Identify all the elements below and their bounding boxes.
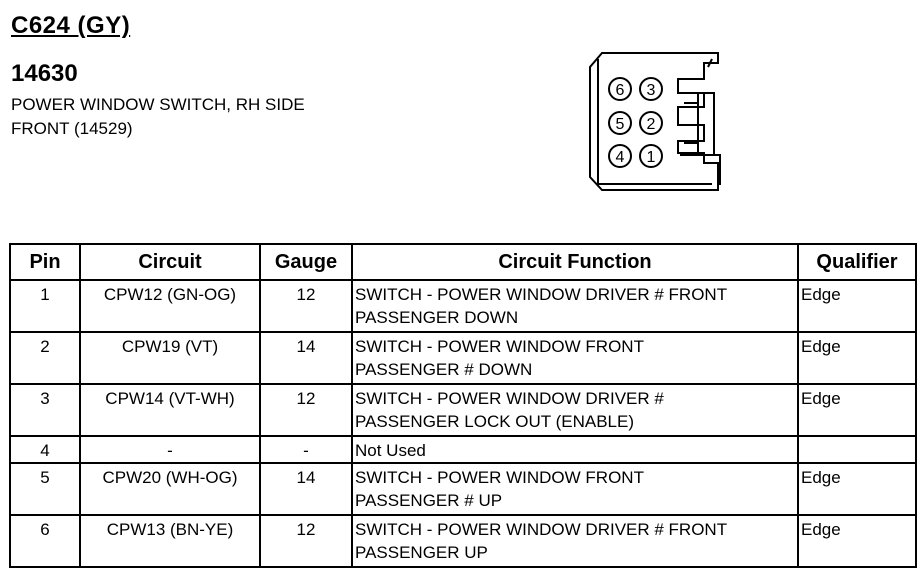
gauge-cell: 14 <box>259 331 353 385</box>
circuit-cell: CPW13 (BN-YE) <box>79 514 261 568</box>
circuit-function-line-1: SWITCH - POWER WINDOW DRIVER # FRONT <box>355 520 728 539</box>
qualifier-cell: Edge <box>797 279 917 333</box>
gauge-cell: 12 <box>259 383 353 437</box>
connector-id: C624 (GY) <box>11 12 131 39</box>
header-gauge: Gauge <box>259 243 353 281</box>
connector-face-diagram: 6 3 5 2 4 1 <box>589 52 721 191</box>
circuit-function-cell: SWITCH - POWER WINDOW FRONT PASSENGER # U… <box>351 462 799 516</box>
pin-cell: 5 <box>9 462 81 516</box>
circuit-function-cell: Not Used <box>351 435 799 464</box>
circuit-function-line-2: PASSENGER LOCK OUT (ENABLE) <box>355 412 634 431</box>
circuit-function-cell: SWITCH - POWER WINDOW DRIVER # FRONT PASS… <box>351 279 799 333</box>
pin-cell: 4 <box>9 435 81 464</box>
connector-pin-label: 1 <box>647 149 656 166</box>
pin-cell: 3 <box>9 383 81 437</box>
connector-pin: 6 <box>608 77 632 101</box>
pin-cell: 6 <box>9 514 81 568</box>
gauge-cell: - <box>259 435 353 464</box>
connector-pin-label: 3 <box>647 82 656 99</box>
connector-pin-label: 6 <box>616 82 625 99</box>
pinout-table: Pin Circuit Gauge Circuit Function Quali… <box>9 243 917 568</box>
qualifier-cell <box>797 435 917 464</box>
circuit-function-line-2: PASSENGER # UP <box>355 491 503 510</box>
circuit-function-line-1: SWITCH - POWER WINDOW DRIVER # <box>355 389 664 408</box>
gauge-cell: 12 <box>259 279 353 333</box>
qualifier-cell: Edge <box>797 331 917 385</box>
header-circuit-function: Circuit Function <box>351 243 799 281</box>
part-number: 14630 <box>11 60 78 87</box>
circuit-function-line-1: Not Used <box>355 441 426 460</box>
circuit-function-cell: SWITCH - POWER WINDOW DRIVER # FRONT PASS… <box>351 514 799 568</box>
circuit-function-line-2: PASSENGER # DOWN <box>355 360 533 379</box>
connector-pin: 3 <box>639 77 663 101</box>
qualifier-cell: Edge <box>797 383 917 437</box>
circuit-function-line-1: SWITCH - POWER WINDOW FRONT <box>355 337 644 356</box>
gauge-cell: 14 <box>259 462 353 516</box>
circuit-cell: CPW20 (WH-OG) <box>79 462 261 516</box>
circuit-cell: CPW14 (VT-WH) <box>79 383 261 437</box>
pin-cell: 1 <box>9 279 81 333</box>
circuit-function-line-1: SWITCH - POWER WINDOW FRONT <box>355 468 644 487</box>
connector-pin: 5 <box>608 111 632 135</box>
pin-cell: 2 <box>9 331 81 385</box>
qualifier-cell: Edge <box>797 514 917 568</box>
circuit-cell: CPW12 (GN-OG) <box>79 279 261 333</box>
description-line-2: FRONT (14529) <box>11 119 133 138</box>
circuit-function-line-2: PASSENGER UP <box>355 543 488 562</box>
circuit-function-cell: SWITCH - POWER WINDOW DRIVER # PASSENGER … <box>351 383 799 437</box>
connector-pin: 4 <box>608 144 632 168</box>
circuit-function-cell: SWITCH - POWER WINDOW FRONT PASSENGER # D… <box>351 331 799 385</box>
connector-description: POWER WINDOW SWITCH, RH SIDE FRONT (1452… <box>11 93 305 141</box>
connector-pin-label: 5 <box>616 116 625 133</box>
header-qualifier: Qualifier <box>797 243 917 281</box>
circuit-function-line-1: SWITCH - POWER WINDOW DRIVER # FRONT <box>355 285 728 304</box>
qualifier-cell: Edge <box>797 462 917 516</box>
table-row: 4--Not Used <box>9 435 917 464</box>
connector-pin: 1 <box>639 144 663 168</box>
connector-pin: 2 <box>639 111 663 135</box>
circuit-cell: CPW19 (VT) <box>79 331 261 385</box>
circuit-cell: - <box>79 435 261 464</box>
header-circuit: Circuit <box>79 243 261 281</box>
connector-pin-label: 4 <box>616 149 625 166</box>
description-line-1: POWER WINDOW SWITCH, RH SIDE <box>11 95 305 114</box>
gauge-cell: 12 <box>259 514 353 568</box>
connector-pin-label: 2 <box>647 116 656 133</box>
header-pin: Pin <box>9 243 81 281</box>
table-header-row: Pin Circuit Gauge Circuit Function Quali… <box>9 243 917 281</box>
circuit-function-line-2: PASSENGER DOWN <box>355 308 519 327</box>
